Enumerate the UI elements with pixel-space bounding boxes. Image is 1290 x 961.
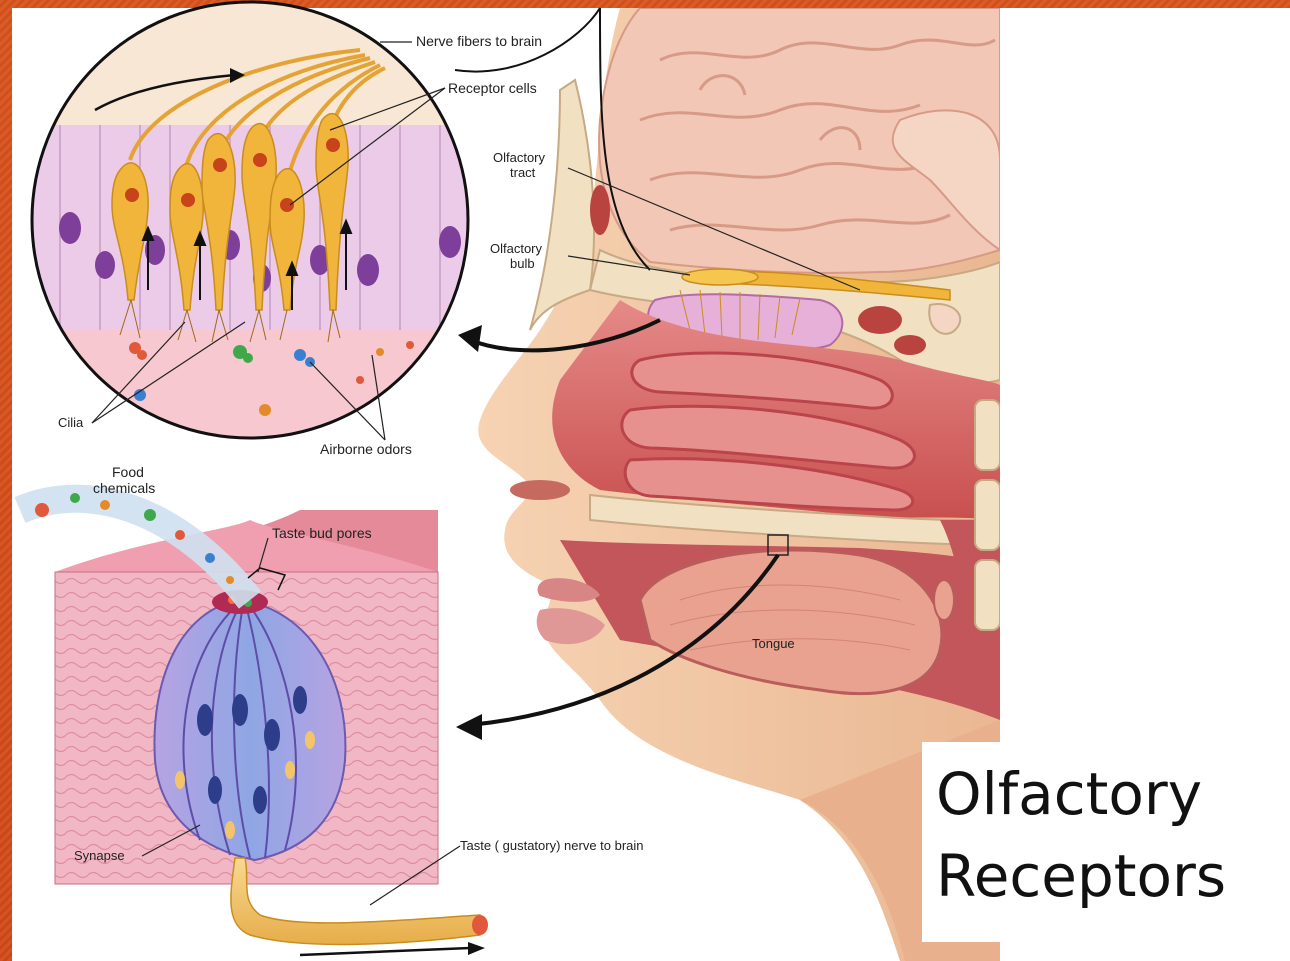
slide-title-line-1: Olfactory (936, 760, 1202, 828)
label-food-chemicals: Food (112, 464, 144, 480)
label-olfactory-tract: Olfactory (493, 150, 546, 165)
slide-title-box: Olfactory Receptors (922, 742, 1280, 942)
nasal-conchae (622, 353, 915, 510)
olfactory-inset (30, 0, 470, 450)
label-food-chemicals-2: chemicals (93, 480, 155, 496)
label-taste-nerve: Taste ( gustatory) nerve to brain (460, 838, 644, 853)
olfactory-bulb (682, 269, 758, 285)
label-olfactory-bulb: Olfactory (490, 241, 543, 256)
label-nerve-fibers: Nerve fibers to brain (416, 33, 542, 49)
label-taste-bud-pores: Taste bud pores (272, 525, 372, 541)
label-receptor-cells: Receptor cells (448, 80, 537, 96)
label-olfactory-tract-2: tract (510, 165, 536, 180)
taste-bud-inset (20, 493, 488, 955)
label-olfactory-bulb-2: bulb (510, 256, 535, 271)
label-synapse: Synapse (74, 848, 125, 863)
label-tongue: Tongue (752, 636, 795, 651)
label-cilia: Cilia (58, 415, 84, 430)
label-airborne-odors: Airborne odors (320, 441, 412, 457)
slide-title-line-2: Receptors (936, 842, 1226, 910)
